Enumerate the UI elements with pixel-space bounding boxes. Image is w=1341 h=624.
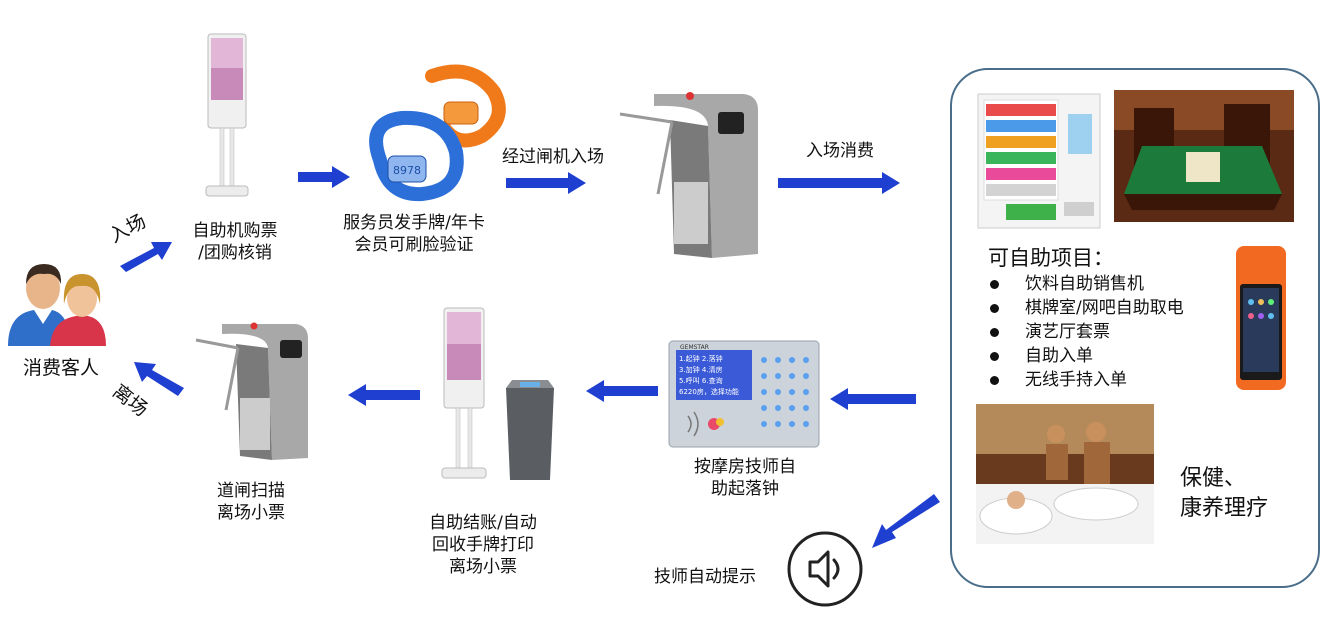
- bullet-icon: [990, 303, 999, 313]
- list-item-label: 演艺厅套票: [1025, 322, 1110, 342]
- bullet-icon: [990, 375, 999, 385]
- checkout-label-line2: 回收手牌打印: [432, 535, 534, 555]
- health-label-line2: 康养理疗: [1180, 496, 1269, 521]
- technician-brand: GEMSTAR: [680, 344, 709, 351]
- technician-label-line1: 按摩房技师自: [694, 457, 796, 477]
- bullet-icon: [990, 351, 999, 361]
- technician-screen-line2: 3.加钟 4.清房: [679, 365, 723, 374]
- technician-screen-line4: 6220房，选择功能: [679, 387, 739, 396]
- list-item: 自助入单: [990, 344, 1184, 368]
- speaker-label: 技师自动提示: [654, 567, 756, 587]
- gate-entry-label: 经过闸机入场: [502, 147, 604, 167]
- wristband-icon: 8978: [362, 62, 512, 212]
- customer-label: 消费客人: [22, 357, 99, 379]
- technician-screen-line1: 1.起钟 2.落钟: [679, 354, 723, 363]
- arrow-technician-to-checkout: [586, 380, 658, 402]
- technician-label-line2: 助起落钟: [711, 479, 779, 499]
- list-item-label: 饮料自助销售机: [1025, 274, 1144, 294]
- exit-gate-label-line2: 离场小票: [217, 503, 285, 523]
- exit-gate-label: 道闸扫描 离场小票: [186, 480, 316, 524]
- self-service-list: 饮料自助销售机 棋牌室/网吧自助取电 演艺厅套票 自助入单 无线手持入单: [990, 272, 1184, 392]
- bullet-icon: [990, 279, 999, 289]
- list-item: 演艺厅套票: [990, 320, 1184, 344]
- kiosk-label: 自助机购票 /团购核销: [160, 220, 310, 264]
- ticket-kiosk-icon: [198, 32, 254, 200]
- wristband-collector-icon: [500, 378, 560, 482]
- customer-icon: [4, 258, 108, 348]
- arrow-to-consume: [778, 172, 900, 194]
- list-item: 无线手持入单: [990, 368, 1184, 392]
- arrow-to-entry-gate: [506, 172, 586, 194]
- list-item: 棋牌室/网吧自助取电: [990, 296, 1184, 320]
- list-item-label: 棋牌室/网吧自助取电: [1025, 298, 1184, 318]
- entry-turnstile-icon: [612, 86, 762, 262]
- checkout-label-line1: 自助结账/自动: [429, 513, 537, 533]
- arrow-panel-to-technician: [830, 388, 916, 410]
- mahjong-room-icon: [1114, 90, 1294, 222]
- checkout-label: 自助结账/自动 回收手牌打印 离场小票: [400, 512, 566, 578]
- list-item-label: 无线手持入单: [1025, 370, 1127, 390]
- health-label: 保健、 康养理疗: [1180, 464, 1268, 524]
- massage-room-icon: [976, 404, 1154, 544]
- leave-arrow: [134, 362, 184, 396]
- exit-gate-label-line1: 道闸扫描: [217, 481, 285, 501]
- health-label-line1: 保健、: [1180, 466, 1247, 491]
- panel-title: 可自助项目：: [988, 246, 1114, 270]
- wristband-label: 服务员发手牌/年卡 会员可刷脸验证: [316, 212, 512, 256]
- arrow-kiosk-to-wristband: [298, 166, 350, 188]
- technician-clock-panel-icon: GEMSTAR 1.起钟 2.落钟 3.加钟 4.清房 5.呼叫 6.查询 62…: [668, 340, 820, 448]
- wristband-label-line1: 服务员发手牌/年卡: [343, 213, 485, 233]
- speaker-icon: [786, 530, 864, 608]
- wristband-tag-text: 8978: [393, 164, 421, 177]
- list-item-label: 自助入单: [1025, 346, 1093, 366]
- vending-machine-icon: [976, 92, 1102, 230]
- technician-screen-line3: 5.呼叫 6.查询: [679, 376, 723, 385]
- wristband-label-line2: 会员可刷脸验证: [354, 235, 474, 255]
- arrow-checkout-to-exit-gate: [348, 384, 420, 406]
- bullet-icon: [990, 327, 999, 337]
- handheld-pos-icon: [1234, 244, 1288, 392]
- checkout-label-line3: 离场小票: [449, 557, 517, 577]
- list-item: 饮料自助销售机: [990, 272, 1184, 296]
- exit-turnstile-icon: [192, 318, 310, 464]
- enter-arrow: [120, 242, 172, 272]
- arrow-panel-to-speaker: [872, 494, 940, 548]
- checkout-kiosk-icon: [434, 306, 494, 482]
- consume-label: 入场消费: [806, 141, 874, 161]
- kiosk-label-line2: /团购核销: [198, 243, 272, 263]
- technician-label: 按摩房技师自 助起落钟: [664, 456, 826, 500]
- kiosk-label-line1: 自助机购票: [192, 221, 278, 241]
